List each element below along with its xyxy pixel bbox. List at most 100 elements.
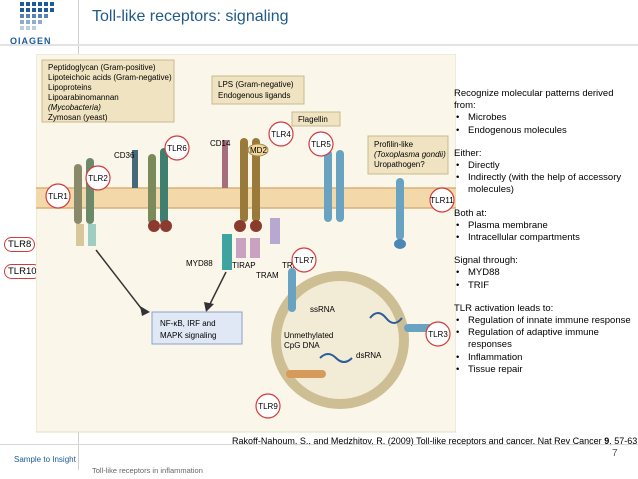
tram-label: TRAM bbox=[256, 271, 279, 280]
logo-text: QIAGEN bbox=[10, 36, 52, 46]
list-item: Tissue repair bbox=[454, 364, 634, 376]
tlr2-tir-b bbox=[148, 220, 160, 232]
activation-list: Regulation of innate immune response Reg… bbox=[454, 315, 634, 376]
either-list: Directly Indirectly (with the help of ac… bbox=[454, 160, 634, 197]
md2-label: MD2 bbox=[250, 146, 267, 155]
page-title: Toll-like receptors: signaling bbox=[92, 8, 289, 25]
profilin-line-3: Uropathogen? bbox=[374, 160, 425, 169]
qiagen-logo-icon bbox=[20, 2, 54, 30]
tlr4-tir-a bbox=[234, 220, 246, 232]
tlr-signaling-diagram: Peptidoglycan (Gram-positive) Lipoteicho… bbox=[36, 54, 456, 433]
arrow-myd88 bbox=[209, 271, 227, 305]
nfkb-line-2: MAPK signaling bbox=[160, 331, 216, 340]
tlr2-receptor-b bbox=[148, 154, 156, 224]
list-item: MYD88 bbox=[454, 267, 634, 279]
list-item: TRIF bbox=[454, 280, 634, 292]
signal-heading: Signal through: bbox=[454, 255, 518, 267]
side-label-tlr10: TLR10 bbox=[4, 264, 41, 279]
citation-suffix: , 57-63 bbox=[609, 436, 638, 446]
profilin-line-2: (Toxoplasma gondii) bbox=[374, 150, 446, 159]
tlr1-label: TLR1 bbox=[48, 192, 68, 201]
trif-label: TRIF bbox=[282, 261, 300, 270]
list-item: Directly bbox=[454, 160, 634, 172]
list-item: Regulation of adaptive immune responses bbox=[454, 327, 634, 351]
tlr7-receptor bbox=[288, 268, 296, 312]
tlr3-label: TLR3 bbox=[428, 330, 448, 339]
list-item: Endogenous molecules bbox=[454, 125, 634, 137]
tram-block bbox=[250, 238, 260, 258]
tlr6-tir bbox=[160, 220, 172, 232]
side-label-tlr8: TLR8 bbox=[4, 237, 36, 252]
ligand-left-line-5: (Mycobacteria) bbox=[48, 103, 101, 112]
citation: Rakoff-Nahoum, S., and Medzhitov, R. (20… bbox=[232, 436, 637, 446]
cd14-label: CD14 bbox=[210, 139, 231, 148]
both-list: Plasma membrane Intracellular compartmen… bbox=[454, 220, 634, 245]
recognize-heading: Recognize molecular patterns derived fro… bbox=[454, 88, 614, 112]
ligand-box-mid bbox=[211, 75, 305, 105]
ssrna-label: ssRNA bbox=[310, 305, 336, 314]
tlr4-receptor-a bbox=[240, 138, 248, 222]
tlr9-receptor bbox=[286, 370, 326, 378]
myd88-label: MYD88 bbox=[186, 259, 213, 268]
both-heading: Both at: bbox=[454, 207, 487, 219]
tlr1-receptor bbox=[74, 164, 82, 224]
ligand-left-line-2: Lipoteichoic acids (Gram-negative) bbox=[48, 73, 172, 82]
ligand-left-line-4: Lipoarabinomannan bbox=[48, 93, 119, 102]
tlr4-receptor-b bbox=[252, 138, 260, 222]
cpg-line-2: CpG DNA bbox=[284, 341, 320, 350]
signal-list: MYD88 TRIF bbox=[454, 267, 634, 292]
tlr4-label: TLR4 bbox=[271, 130, 291, 139]
profilin-line-1: Profilin-like bbox=[374, 140, 414, 149]
tlr2-label: TLR2 bbox=[88, 174, 108, 183]
tlr5-receptor-a bbox=[324, 150, 332, 222]
tlr11-label: TLR11 bbox=[430, 196, 454, 205]
ligand-mid-line-1: LPS (Gram-negative) bbox=[218, 80, 294, 89]
footer-rule bbox=[0, 444, 638, 445]
flagellin-box bbox=[291, 111, 341, 127]
cd36-receptor bbox=[132, 150, 138, 188]
list-item: Microbes bbox=[454, 112, 634, 124]
ligand-left-line-6: Zymosan (yeast) bbox=[48, 113, 108, 122]
activation-heading: TLR activation leads to: bbox=[454, 302, 554, 314]
cd14-receptor bbox=[222, 140, 228, 188]
tlr6-receptor bbox=[160, 148, 168, 224]
md2 bbox=[247, 143, 269, 157]
nfkb-line-1: NF-κB, IRF and bbox=[160, 319, 216, 328]
tlr9-label: TLR9 bbox=[258, 402, 278, 411]
tlr7-label: TLR7 bbox=[294, 256, 314, 265]
profilin-box bbox=[367, 135, 449, 175]
cpg-dna-strand bbox=[319, 353, 353, 363]
tlr5-receptor-b bbox=[336, 150, 344, 222]
tlr11-receptor bbox=[396, 178, 404, 240]
flagellin-label: Flagellin bbox=[298, 115, 328, 124]
header-rule bbox=[0, 44, 638, 46]
either-heading: Either: bbox=[454, 147, 482, 159]
page-number: 7 bbox=[612, 448, 618, 459]
footer-subtitle: Toll-like receptors in inflammation bbox=[92, 466, 203, 475]
ligand-box-left bbox=[41, 59, 175, 123]
list-item: Plasma membrane bbox=[454, 220, 634, 232]
citation-prefix: Rakoff-Nahoum, S., and Medzhitov, R. (20… bbox=[232, 436, 605, 446]
cd36-label: CD36 bbox=[114, 151, 135, 160]
tirap-label: TIRAP bbox=[232, 261, 256, 270]
ligand-left-line-3: Lipoproteins bbox=[48, 83, 92, 92]
nfkb-box bbox=[151, 311, 243, 345]
recognize-list: Microbes Endogenous molecules bbox=[454, 112, 634, 137]
tagline: Sample to Insight bbox=[14, 455, 76, 464]
ligand-left-line-1: Peptidoglycan (Gram-positive) bbox=[48, 63, 156, 72]
ligand-mid-line-2: Endogenous ligands bbox=[218, 91, 291, 100]
tlr4-tir-b bbox=[250, 220, 262, 232]
tirap-block bbox=[236, 238, 246, 258]
cpg-line-1: Unmethylated bbox=[284, 331, 333, 340]
tlr1-tir bbox=[76, 224, 84, 246]
list-item: Intracellular compartments bbox=[454, 232, 634, 244]
list-item: Inflammation bbox=[454, 352, 634, 364]
tlr2-tir-a bbox=[88, 224, 96, 246]
tlr6-label: TLR6 bbox=[167, 144, 187, 153]
citation-volume: 9 bbox=[604, 436, 610, 446]
tlr11-tir bbox=[394, 239, 406, 249]
tlr5-label: TLR5 bbox=[311, 140, 331, 149]
dsrna-label: dsRNA bbox=[356, 351, 382, 360]
list-item: Regulation of innate immune response bbox=[454, 315, 634, 327]
myd88-block bbox=[222, 234, 232, 270]
